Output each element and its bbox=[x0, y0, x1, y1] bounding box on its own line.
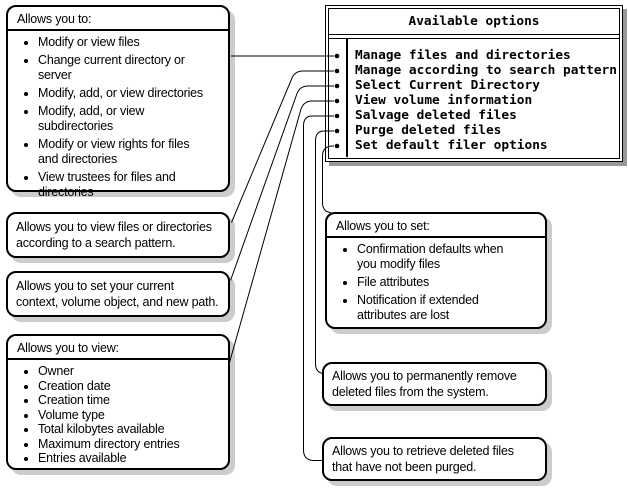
list-item: Owner bbox=[38, 364, 228, 379]
menu-item-purge-deleted-files[interactable]: Purge deleted files bbox=[355, 123, 502, 138]
list-item: File attributes bbox=[357, 275, 545, 290]
list-item: Creation date bbox=[38, 379, 228, 394]
menu-item-manage-files[interactable]: Manage files and directories bbox=[355, 48, 571, 63]
menu-title: Available options bbox=[329, 9, 619, 35]
callout-current-directory: Allows you to set your current context, … bbox=[6, 271, 230, 317]
callout-filer-options-list: Confirmation defaults when you modify fi… bbox=[327, 242, 545, 323]
list-item: Confirmation defaults when you modify fi… bbox=[357, 242, 545, 272]
list-item: Creation time bbox=[38, 393, 228, 408]
menu-item-salvage-deleted-files[interactable]: Salvage deleted files bbox=[355, 108, 517, 123]
connector-search-pattern bbox=[231, 70, 334, 223]
list-item: Entries available bbox=[38, 451, 228, 466]
callout-manage-files-list: Modify or view files Change current dire… bbox=[8, 35, 228, 200]
callout-volume-information: Allows you to view: Owner Creation date … bbox=[6, 334, 230, 470]
callout-manage-files-title: Allows you to: bbox=[8, 7, 228, 31]
callout-filer-options: Allows you to set: Confirmation defaults… bbox=[325, 212, 547, 329]
list-item: Modify or view files bbox=[38, 35, 228, 50]
list-item: Volume type bbox=[38, 408, 228, 423]
callout-volume-information-title: Allows you to view: bbox=[8, 336, 228, 360]
callout-purge-text: Allows you to permanently remove deleted… bbox=[332, 369, 517, 399]
list-item: Maximum directory entries bbox=[38, 437, 228, 452]
list-item: Modify, add, or view directories bbox=[38, 86, 228, 101]
callout-search-pattern-text: Allows you to view files or directories … bbox=[16, 220, 212, 250]
menu-title-separator bbox=[329, 35, 619, 39]
available-options-menu-frame: Available options Manage files and direc… bbox=[328, 8, 620, 159]
callout-current-directory-text: Allows you to set your current context, … bbox=[16, 279, 219, 309]
callout-purge: Allows you to permanently remove deleted… bbox=[322, 362, 547, 406]
menu-item-view-volume-information[interactable]: View volume information bbox=[355, 93, 533, 108]
list-item: View trustees for files and directories bbox=[38, 170, 228, 200]
list-item: Modify, add, or view subdirectories bbox=[38, 104, 228, 134]
list-item: Change current directory or server bbox=[38, 53, 228, 83]
menu-item-list: Manage files and directories Manage acco… bbox=[346, 39, 619, 157]
available-options-menu: Available options Manage files and direc… bbox=[325, 5, 623, 162]
callout-manage-files: Allows you to: Modify or view files Chan… bbox=[6, 5, 230, 199]
menu-item-set-default-filer-options[interactable]: Set default filer options bbox=[355, 138, 548, 153]
menu-item-manage-search-pattern[interactable]: Manage according to search pattern bbox=[355, 63, 617, 78]
callout-filer-options-title: Allows you to set: bbox=[327, 214, 545, 238]
list-item: Modify or view rights for files and dire… bbox=[38, 137, 228, 167]
callout-search-pattern: Allows you to view files or directories … bbox=[6, 212, 230, 258]
callout-salvage-text: Allows you to retrieve deleted files tha… bbox=[332, 444, 514, 474]
list-item: Notification if extended attributes are … bbox=[357, 293, 545, 323]
menu-item-select-current-directory[interactable]: Select Current Directory bbox=[355, 78, 540, 93]
callout-salvage: Allows you to retrieve deleted files tha… bbox=[322, 437, 547, 481]
callout-volume-information-list: Owner Creation date Creation time Volume… bbox=[8, 364, 228, 466]
connector-current-directory bbox=[230, 85, 334, 281]
connector-volume-information bbox=[229, 100, 334, 363]
list-item: Total kilobytes available bbox=[38, 422, 228, 437]
